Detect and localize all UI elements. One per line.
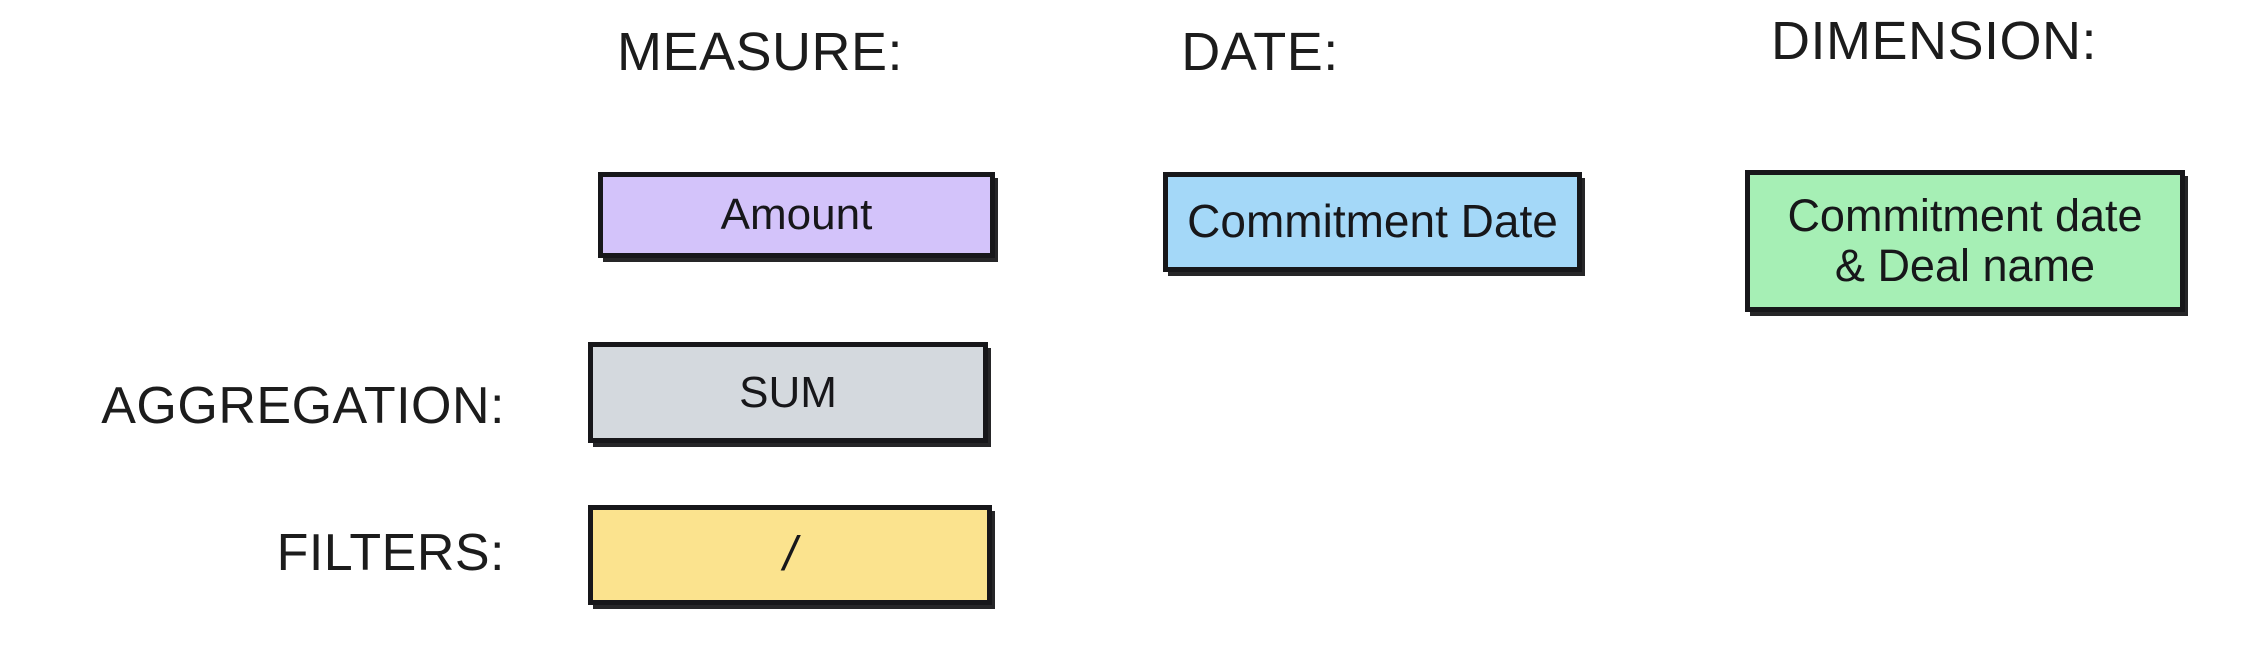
measure-box[interactable]: Amount <box>598 172 995 258</box>
date-box[interactable]: Commitment Date <box>1163 172 1582 272</box>
dimension-box-line-1: Commitment date <box>1787 189 2143 241</box>
aggregation-box[interactable]: SUM <box>588 342 988 443</box>
label-filters: FILTERS: <box>276 524 505 582</box>
dimension-box-value: Commitment date & Deal name <box>1781 189 2148 292</box>
filters-box-value: / <box>783 528 797 582</box>
header-measure: MEASURE: <box>616 22 904 82</box>
date-box-value: Commitment Date <box>1187 195 1558 248</box>
dimension-box-line-2: & Deal name <box>1834 240 2096 291</box>
header-dimension: DIMENSION: <box>1770 11 2098 71</box>
aggregation-box-value: SUM <box>739 367 837 417</box>
header-date: DATE: <box>1181 22 1339 82</box>
filters-box[interactable]: / <box>588 505 992 605</box>
label-aggregation: AGGREGATION: <box>101 377 505 435</box>
measure-box-value: Amount <box>720 190 873 240</box>
dimension-box[interactable]: Commitment date & Deal name <box>1745 170 2185 312</box>
